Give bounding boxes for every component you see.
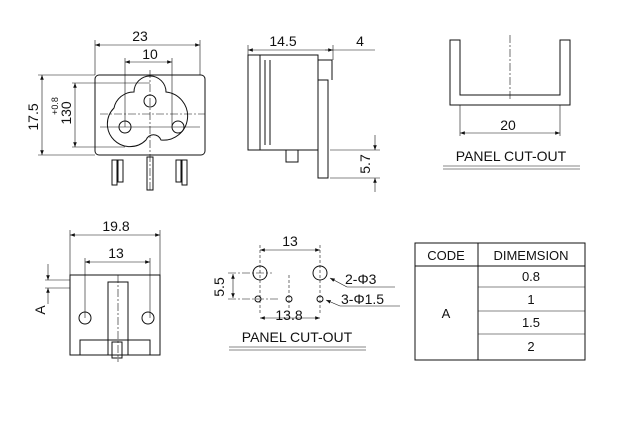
front-view: 23 10 17.5 +0.8 130 xyxy=(25,28,206,191)
depth-dim: 14.5 xyxy=(269,33,296,49)
panel-cutout-top: 20 PANEL CUT-OUT xyxy=(443,35,580,170)
small-spacing-dim: 13.8 xyxy=(275,307,302,323)
value-cell: 2 xyxy=(527,339,534,354)
bottom-width-dim: 19.8 xyxy=(102,218,129,234)
side-view: 14.5 4 5.7 xyxy=(247,33,380,192)
flange-dim: 4 xyxy=(356,33,364,49)
large-holes-label: 2-Φ3 xyxy=(345,271,377,287)
bottom-view: 19.8 13 A xyxy=(32,218,161,362)
panel-cutout-holes: 13 5.5 13.8 2-Φ3 3-Φ1.5 PANEL CUT-OUT xyxy=(211,233,400,351)
large-spacing-dim: 13 xyxy=(282,233,298,249)
code-cell: A xyxy=(442,306,451,321)
variable-a-label: A xyxy=(32,305,48,315)
width-dim: 23 xyxy=(132,28,148,44)
dimension-table: CODE DIMEMSION A 0.8 1 1.5 2 xyxy=(414,242,586,361)
value-cell: 0.8 xyxy=(522,269,540,284)
bottom-pin-spacing-dim: 13 xyxy=(108,245,124,261)
value-cell: 1.5 xyxy=(522,315,540,330)
pin-spacing-dim: 10 xyxy=(142,46,158,62)
cutout-width-dim: 20 xyxy=(500,117,516,133)
inner-height-dim: 130 xyxy=(58,101,74,125)
small-holes-label: 3-Φ1.5 xyxy=(341,291,384,307)
header-dimension: DIMEMSION xyxy=(493,248,568,263)
value-cell: 1 xyxy=(527,292,534,307)
panel-cutout-label: PANEL CUT-OUT xyxy=(456,148,567,164)
panel-cutout-label-2: PANEL CUT-OUT xyxy=(242,329,353,345)
vertical-offset-dim: 5.5 xyxy=(211,277,227,297)
header-code: CODE xyxy=(427,248,465,263)
pin-length-dim: 5.7 xyxy=(357,154,373,174)
tolerance: +0.8 xyxy=(50,97,60,115)
height-dim: 17.5 xyxy=(25,103,41,130)
